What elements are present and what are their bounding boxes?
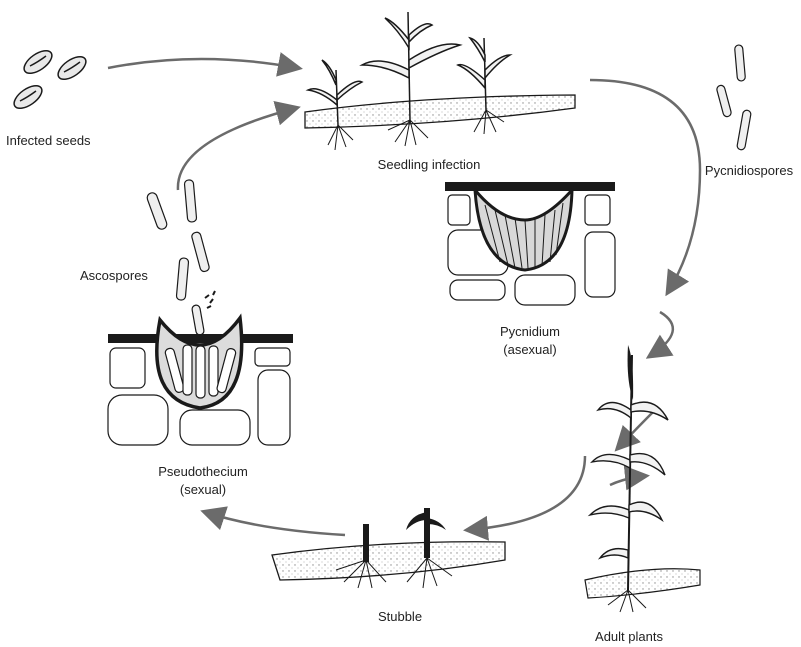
arrow-ascospores-to-seedling xyxy=(178,108,296,190)
arrow-leaf-spread-2 xyxy=(610,476,645,485)
label-pseudothecium-sexual: (sexual) xyxy=(148,482,258,498)
label-ascospores: Ascospores xyxy=(80,268,160,284)
arrow-leaf-spread-1 xyxy=(618,410,655,448)
arrow-pycnidium-spores-to-adult xyxy=(650,312,673,356)
stubble-illustration xyxy=(272,508,505,588)
arrow-stubble-to-pseudothecium xyxy=(205,512,345,535)
arrow-seeds-to-seedling xyxy=(108,59,298,68)
pycnidiospores-illustration xyxy=(716,45,751,151)
label-infected-seeds: Infected seeds xyxy=(6,133,112,149)
label-pycnidium-asexual: (asexual) xyxy=(490,342,570,358)
arrow-adult-to-stubble xyxy=(468,456,585,530)
label-pseudothecium: Pseudothecium xyxy=(148,464,258,480)
label-pycnidium: Pycnidium xyxy=(490,324,570,340)
label-seedling-infection: Seedling infection xyxy=(369,157,489,173)
label-adult-plants: Adult plants xyxy=(584,629,674,645)
infected-seeds-illustration xyxy=(10,46,89,112)
adult-plant-illustration xyxy=(585,345,700,612)
label-pycnidiospores: Pycnidiospores xyxy=(700,163,798,179)
ascospores-illustration xyxy=(146,180,215,336)
seedling-infection-illustration xyxy=(305,12,575,150)
pycnidium-illustration xyxy=(445,182,615,305)
label-stubble: Stubble xyxy=(360,609,440,625)
pseudothecium-illustration xyxy=(108,318,293,445)
